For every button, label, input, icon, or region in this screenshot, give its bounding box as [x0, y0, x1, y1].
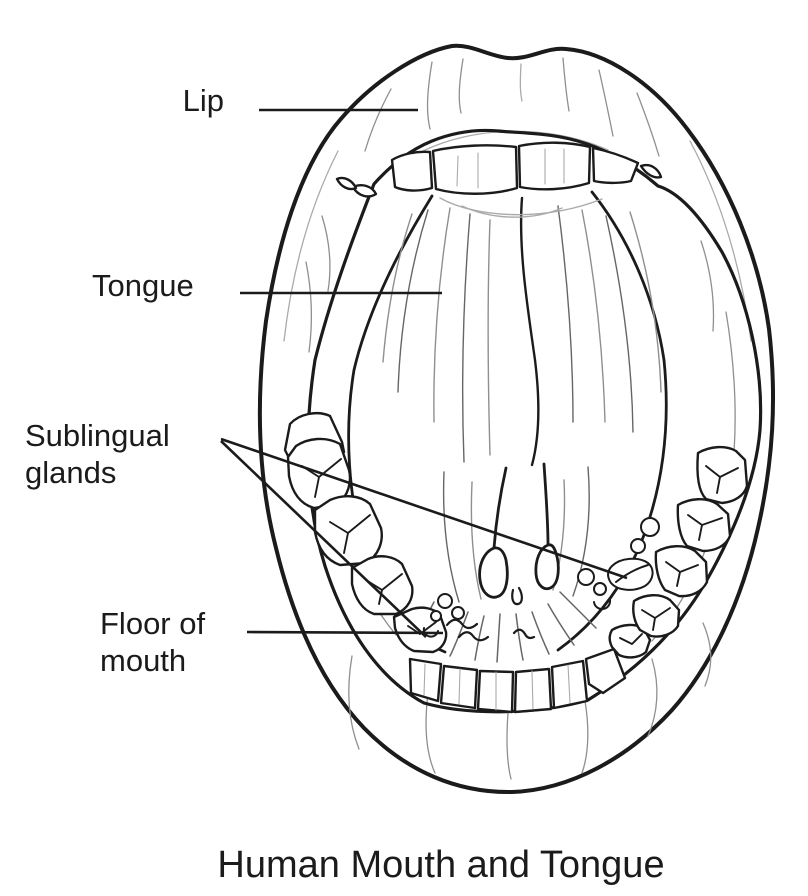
outer-lip-outline — [257, 43, 776, 795]
frenulum-nub — [511, 586, 523, 606]
upper-left-lateral-incisor — [390, 150, 434, 192]
lower-right-molar-1 — [632, 594, 681, 638]
mouth-illustration — [257, 43, 776, 795]
lip-label: Lip — [183, 83, 224, 118]
figure-title: Human Mouth and Tongue — [217, 844, 664, 886]
frenulum-lobe-right — [534, 543, 560, 591]
lower-incisor-1 — [408, 657, 443, 703]
lingual-frenulum — [478, 462, 560, 606]
sublingual-glands-label-line2: glands — [25, 455, 116, 490]
upper-left-central-incisor — [431, 144, 519, 195]
upper-right-canine-tip — [639, 163, 663, 179]
upper-left-premolar-tip — [335, 176, 358, 191]
lower-left-molar-2 — [313, 495, 383, 567]
tongue-median-sulcus — [519, 196, 540, 467]
leader-lines — [220, 108, 628, 638]
floor-of-mouth-label-line1: Floor of — [100, 606, 205, 641]
frenulum-lobe-left — [478, 546, 509, 599]
floor-of-mouth-label-line2: mouth — [100, 643, 186, 678]
lower-right-canine-front — [584, 647, 627, 695]
sublingual-leader-line-2 — [220, 440, 427, 638]
lower-teeth — [283, 412, 749, 714]
lower-left-premolar — [350, 555, 414, 616]
sublingual-glands-label-line1: Sublingual — [25, 418, 170, 453]
floor-of-mouth-leader-line — [246, 630, 444, 635]
upper-right-central-incisor — [517, 141, 592, 191]
lower-right-canine — [608, 623, 652, 659]
labels: Lip Tongue Sublingual glands Floor of mo… — [25, 83, 224, 678]
tongue-right-edge — [556, 190, 668, 652]
sublingual-leader-line-1 — [220, 437, 628, 580]
upper-teeth — [335, 141, 663, 198]
tongue-label: Tongue — [92, 268, 194, 303]
upper-left-canine-tip — [351, 184, 378, 198]
inner-mouth-rim — [306, 128, 763, 714]
sublingual-caruncles — [422, 517, 660, 638]
floor-of-mouth-region — [368, 591, 597, 663]
upper-right-lateral-incisor — [591, 146, 640, 185]
